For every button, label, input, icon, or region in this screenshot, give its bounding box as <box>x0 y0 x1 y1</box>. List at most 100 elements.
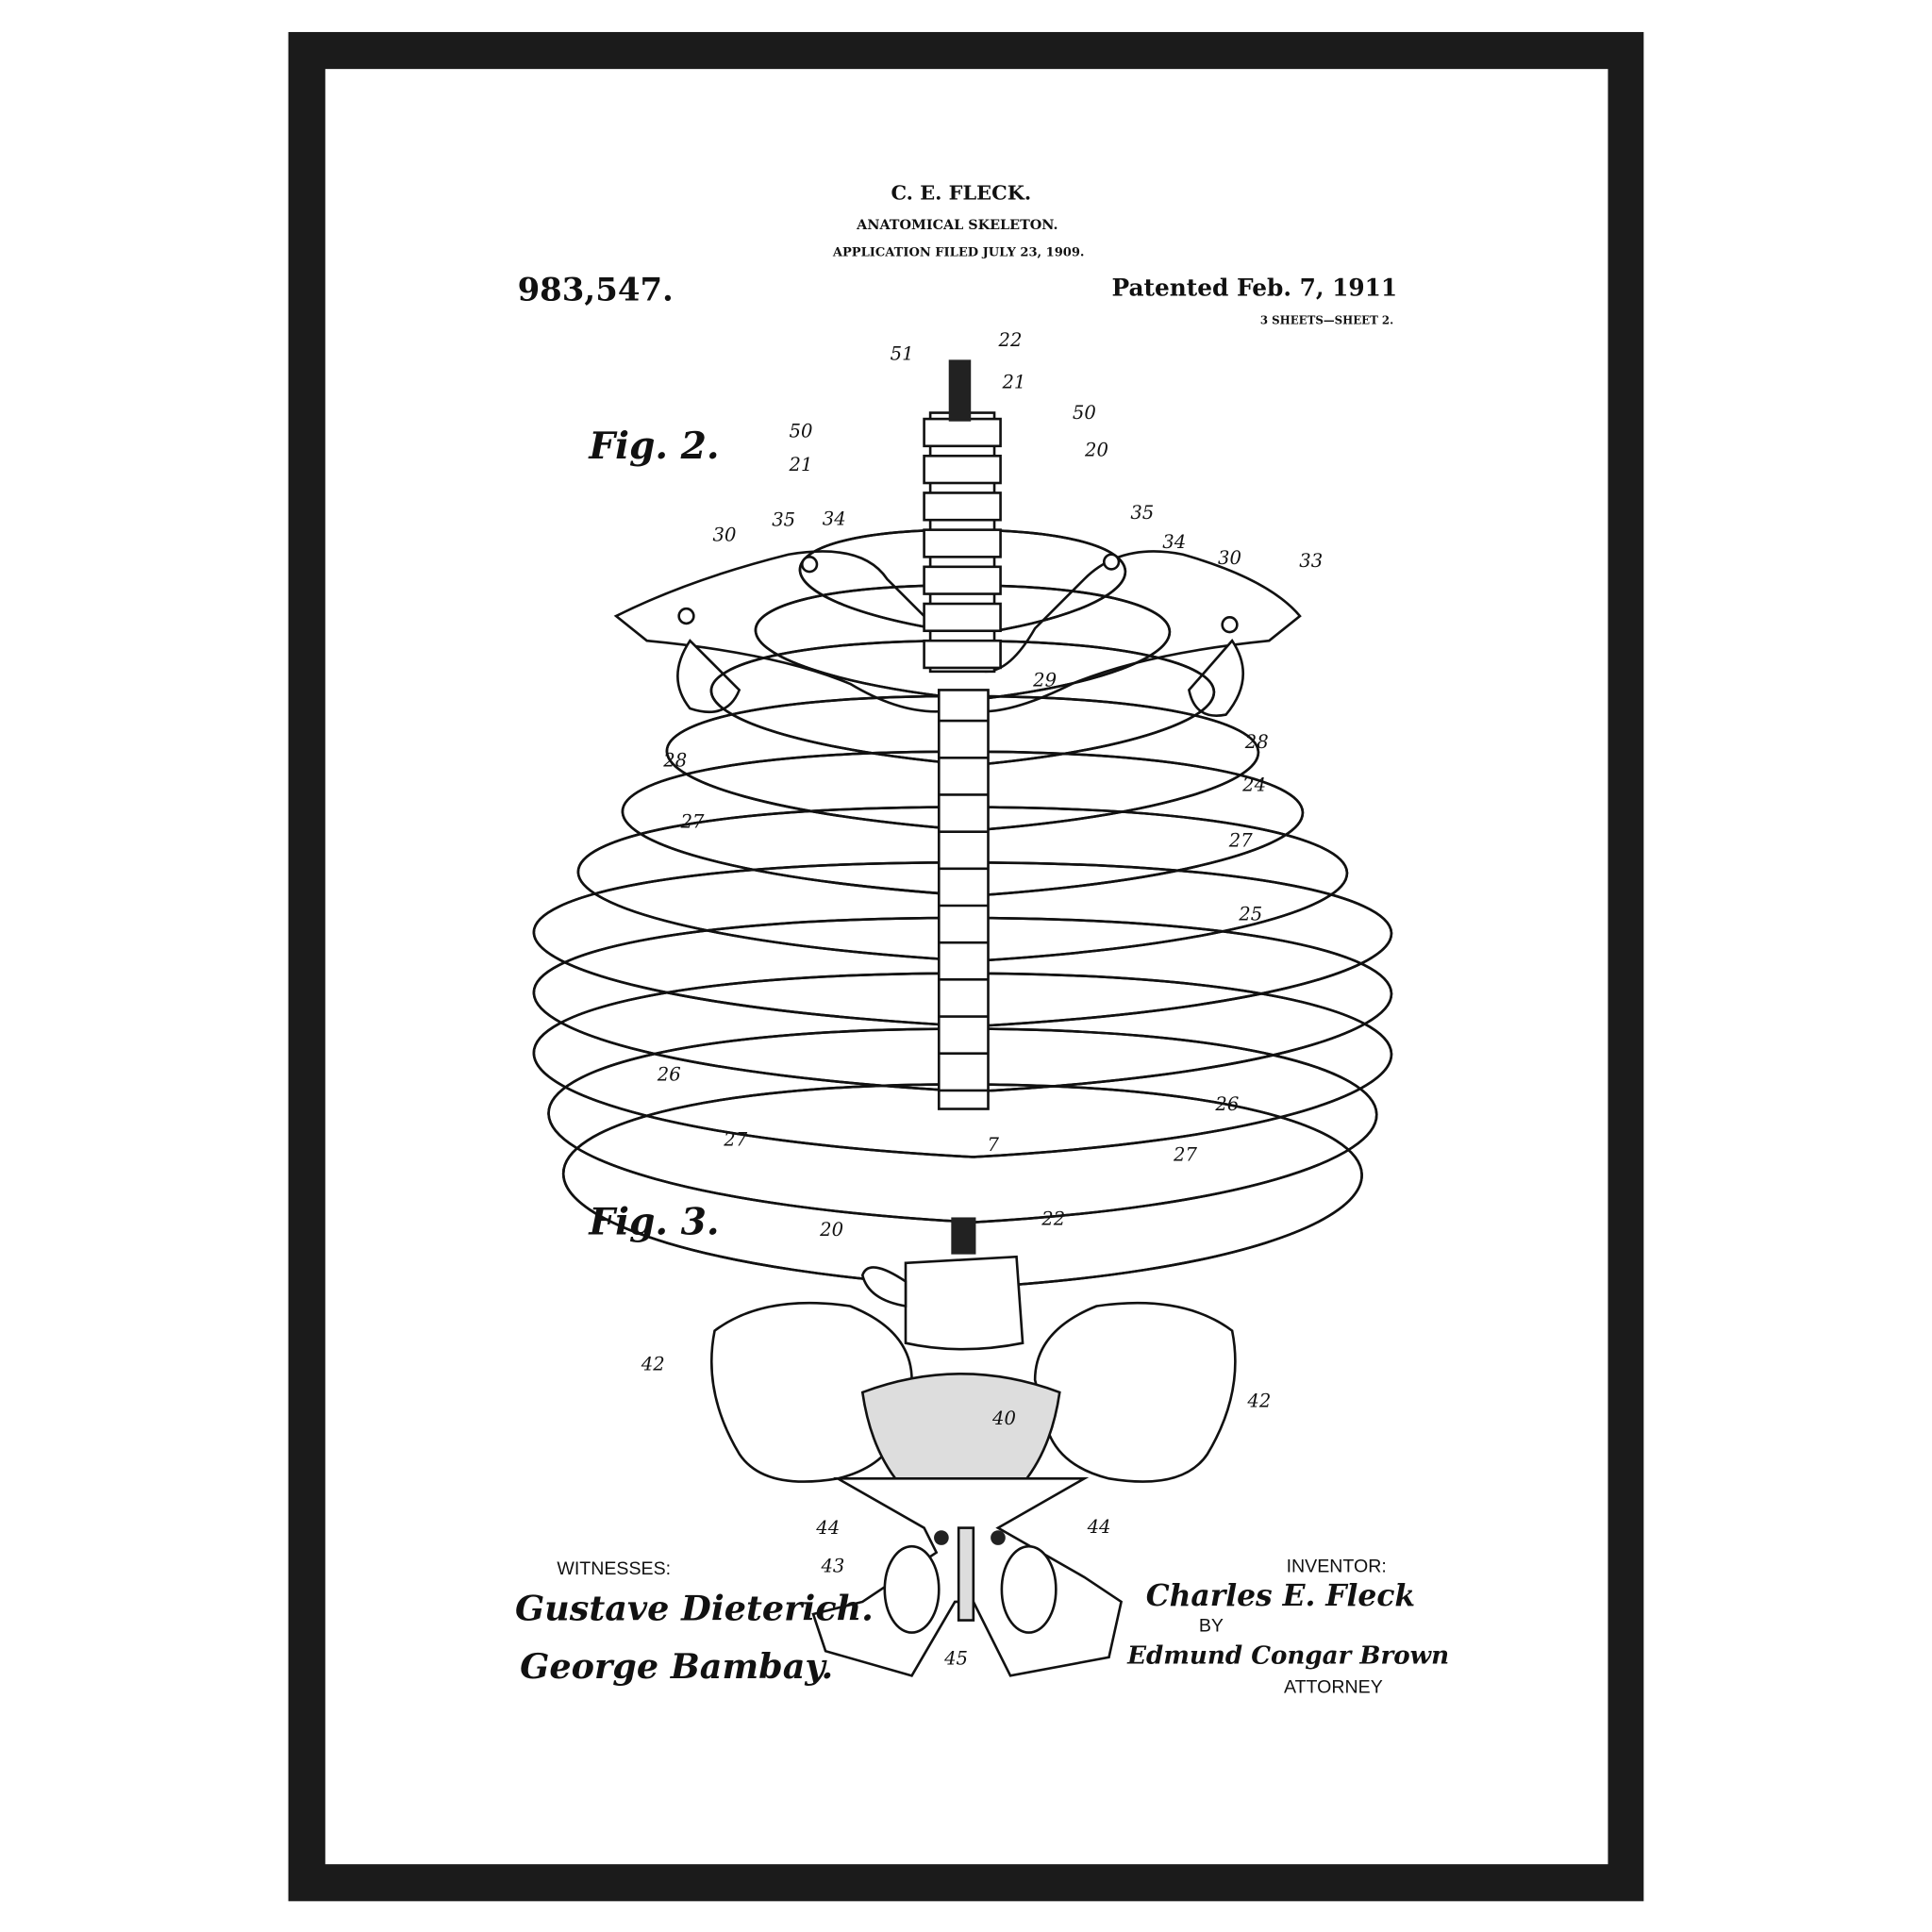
reference-numeral: 21 <box>789 454 813 475</box>
reference-numeral: 50 <box>790 421 813 442</box>
reference-numeral: 30 <box>713 524 737 545</box>
reference-numeral: 50 <box>1073 402 1096 424</box>
reference-numeral: 42 <box>1246 1391 1271 1412</box>
patented-date: Patented Feb. 7, 1911 <box>1111 274 1397 301</box>
reference-numeral: 20 <box>819 1219 843 1241</box>
witness-signature-2: George Bambay. <box>520 1646 833 1687</box>
vertebra <box>923 565 1002 595</box>
reference-numeral: 43 <box>820 1556 844 1577</box>
right-ilium <box>1033 1301 1237 1483</box>
right-pin <box>991 1530 1006 1545</box>
reference-numeral: 7 <box>988 1134 1000 1156</box>
rib-left-inner <box>532 860 974 1028</box>
left-shoulder-pivot <box>677 607 695 625</box>
vertebra <box>923 528 1002 558</box>
witness-signature-1: Gustave Dieterich. <box>515 1589 874 1629</box>
rib-right-inner <box>960 584 1172 702</box>
reference-numeral: 22 <box>1041 1208 1065 1229</box>
inventor-name: C. E. FLECK. <box>891 181 1031 205</box>
reference-numeral: 25 <box>1238 904 1262 925</box>
right-shoulder-pivot <box>1221 616 1239 634</box>
vertebrae <box>923 417 1002 670</box>
rib-left-inner <box>576 806 974 963</box>
reference-numeral: 26 <box>657 1063 681 1085</box>
right-clavicle-pivot <box>1102 553 1121 571</box>
rib-right-inner <box>960 750 1305 897</box>
reference-numeral: 29 <box>1032 670 1057 691</box>
rib-left-inner <box>547 1027 974 1224</box>
reference-numeral: 35 <box>1130 502 1154 524</box>
attorney-label: ATTORNEY <box>1284 1677 1383 1698</box>
reference-numeral: 30 <box>1218 547 1241 569</box>
reference-numeral: 45 <box>943 1648 968 1670</box>
fig-3-reference-numerals: 20 22 42 42 40 44 44 43 45 <box>641 1208 1272 1669</box>
pubic-symphysis <box>957 1526 975 1622</box>
reference-numeral: 40 <box>991 1407 1016 1429</box>
inventor-label: INVENTOR: <box>1287 1557 1387 1577</box>
fig-2-reference-numerals: 51 22 21 50 50 20 21 30 35 34 35 34 30 33 29 28 28 24 27 27… <box>657 329 1323 1165</box>
right-obturator-foramen <box>1000 1544 1058 1634</box>
reference-numeral: 34 <box>823 508 846 529</box>
reference-numeral: 28 <box>662 749 687 771</box>
by-label: BY <box>1199 1615 1224 1636</box>
reference-numeral: 27 <box>723 1129 747 1151</box>
rib-right-inner <box>960 1027 1378 1224</box>
rib-left-inner <box>754 584 974 702</box>
rib-right-inner <box>960 806 1349 963</box>
lumbar-vertebra <box>904 1255 1024 1351</box>
reference-numeral: 27 <box>1173 1143 1197 1165</box>
sternum <box>937 689 990 1110</box>
vertebra <box>923 639 1002 670</box>
reference-numeral: 44 <box>815 1517 840 1539</box>
rib-left-inner <box>562 1083 974 1290</box>
witnesses-label: WITNESSES: <box>557 1558 671 1579</box>
rib-left-inner <box>798 528 974 636</box>
fig-2-label: Fig. 2. <box>588 425 719 468</box>
reference-numeral: 22 <box>998 329 1023 351</box>
reference-numeral: 51 <box>891 342 914 364</box>
rib-left-inner <box>709 639 974 767</box>
attorney-signature: Edmund Congar Brown <box>1126 1641 1449 1670</box>
rib-left-inner <box>532 916 974 1093</box>
ribs <box>532 528 1393 1290</box>
reference-numeral: 21 <box>1001 371 1025 392</box>
spinal-rod <box>948 359 972 422</box>
transverse-process <box>860 1266 908 1308</box>
rib-right-inner <box>960 694 1260 832</box>
left-humeral-head <box>676 639 741 713</box>
rib-cage-drawing <box>532 359 1393 1290</box>
reference-numeral: 35 <box>772 509 795 531</box>
vertebra <box>923 602 1002 633</box>
reference-numeral: 26 <box>1214 1093 1239 1115</box>
sternum-segments <box>939 719 989 1092</box>
reference-numeral: 27 <box>1228 829 1253 851</box>
reference-numeral: 34 <box>1162 531 1186 553</box>
reference-numeral: 33 <box>1299 550 1323 572</box>
reference-numeral: 44 <box>1087 1516 1111 1538</box>
rib-right-inner <box>960 1083 1363 1290</box>
spinal-rod-fig3 <box>951 1217 976 1255</box>
patent-number: 983,547. <box>518 272 674 309</box>
vertebra <box>923 491 1002 522</box>
rib-left-inner <box>532 972 974 1158</box>
reference-numeral: 28 <box>1244 731 1269 753</box>
reference-numeral: 42 <box>641 1353 665 1374</box>
sheet-count: 3 SHEETS—SHEET 2. <box>1260 314 1393 327</box>
left-clavicle-pivot <box>800 556 819 574</box>
rib-left-inner <box>621 750 974 897</box>
rib-right-inner <box>960 916 1393 1093</box>
reference-numeral: 20 <box>1084 439 1108 460</box>
reference-numeral: 24 <box>1241 774 1266 796</box>
rib-right-inner <box>960 972 1393 1158</box>
filed-date: APPLICATION FILED JULY 23, 1909. <box>832 246 1085 260</box>
rib-right-inner <box>960 639 1216 767</box>
reference-numeral: 27 <box>680 811 705 833</box>
clavicle-shoulder-girdle <box>613 550 1302 713</box>
rib-right-inner <box>960 528 1127 636</box>
vertebra <box>923 417 1002 448</box>
patent-title: ANATOMICAL SKELETON. <box>856 218 1058 233</box>
left-obturator-foramen <box>883 1544 941 1634</box>
fig-3-label: Fig. 3. <box>588 1201 719 1244</box>
vertebra <box>923 454 1002 485</box>
